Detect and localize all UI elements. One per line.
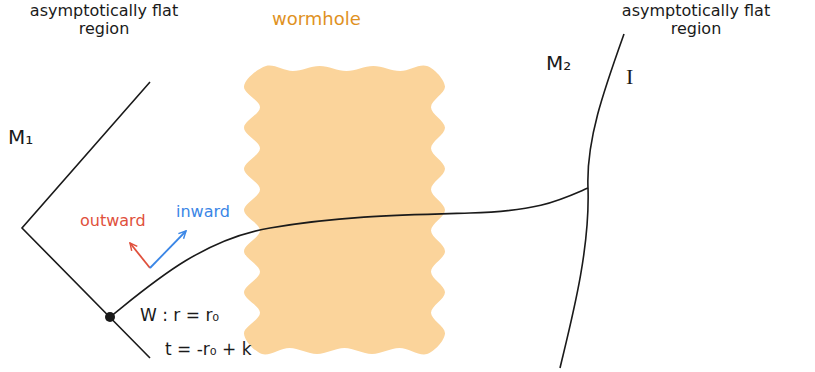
scri-symbol: I (626, 64, 633, 89)
region-boundary (22, 82, 150, 358)
manifold-name: M₂ (546, 52, 571, 75)
point-dot (105, 312, 115, 322)
region-title: asymptotically flat region (596, 2, 796, 39)
direction-label: outward (80, 212, 146, 230)
spacelike-slice (110, 188, 588, 317)
wormhole-blob (238, 4, 453, 356)
point-label: W : r = r₀ (140, 306, 219, 326)
wormhole-region: wormhole (238, 4, 453, 356)
region-boundary (560, 34, 624, 368)
inward-arrow (150, 231, 186, 268)
wormhole-fill (244, 65, 445, 354)
direction-label: inward (176, 203, 230, 221)
outward-arrow (130, 243, 150, 268)
region-label: wormhole (272, 8, 361, 29)
time-label: t = -r₀ + k (165, 340, 252, 360)
manifold-name: M₁ (8, 126, 33, 149)
region-title: asymptotically flat region (4, 2, 204, 39)
